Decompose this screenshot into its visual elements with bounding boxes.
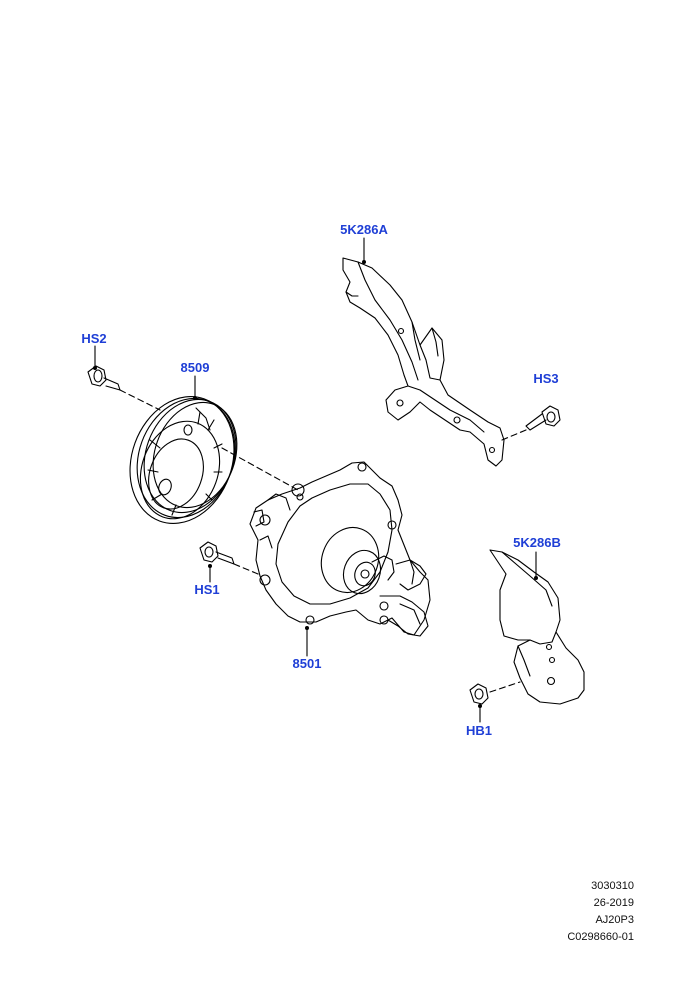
alignment-lines: [119, 389, 527, 693]
leader-dots: [93, 260, 538, 708]
callout-8501: 8501: [292, 656, 322, 671]
bolt-hs1: [199, 541, 235, 565]
footer-line-4: C0298660-01: [567, 931, 634, 943]
callout-5k286b: 5K286B: [513, 535, 561, 550]
callout-hs1: HS1: [194, 582, 220, 597]
callout-hs2: HS2: [81, 331, 107, 346]
footer-line-2: 26-2019: [593, 897, 634, 909]
footer-line-1: 3030310: [591, 880, 634, 892]
callout-5k286a: 5K286A: [340, 222, 388, 237]
drawing-reference-block: 3030310 26-2019 AJ20P3 C0298660-01: [567, 878, 634, 946]
callout-hb1: HB1: [465, 723, 493, 738]
bolt-hb1: [469, 683, 489, 705]
callout-hs3: HS3: [533, 371, 559, 386]
callout-8509: 8509: [180, 360, 210, 375]
pulley-8509: [129, 396, 238, 524]
bracket-5k286a: [342, 257, 505, 467]
bolt-hs3: [525, 405, 561, 431]
water-pump-8501: [249, 461, 431, 637]
footer-line-3: AJ20P3: [595, 914, 634, 926]
bolt-hs2: [87, 365, 121, 391]
bracket-5k286b: [489, 549, 585, 705]
leader-lines: [94, 237, 537, 723]
